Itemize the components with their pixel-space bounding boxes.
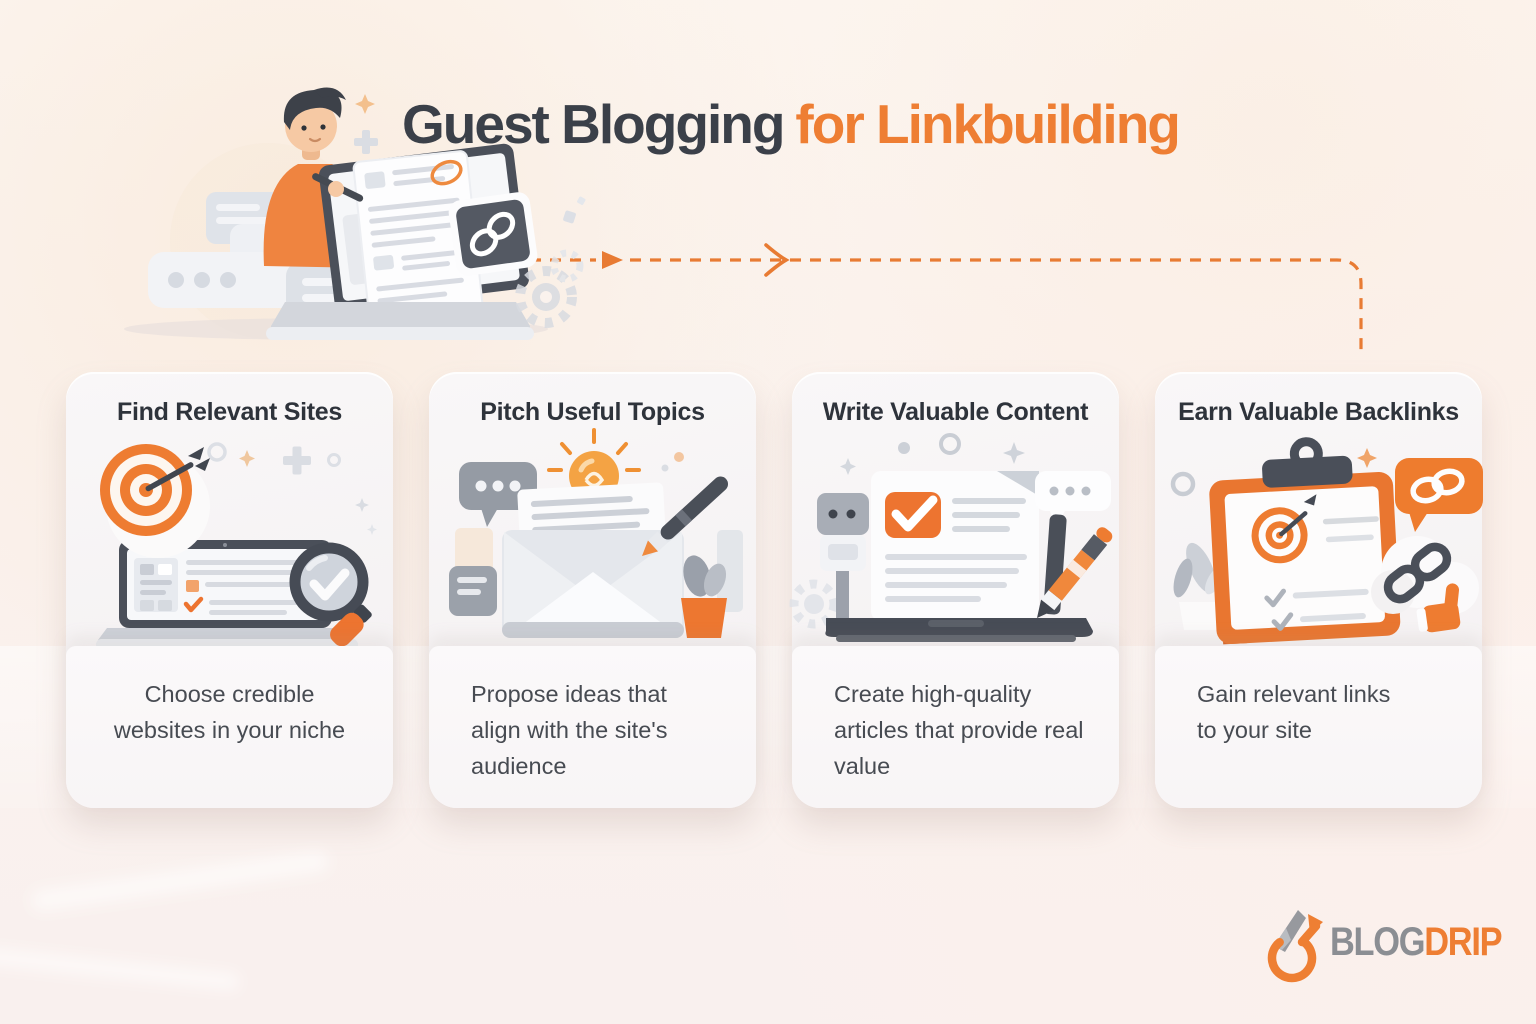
link-bubble [1395,458,1483,532]
step-description: Gain relevant links to your site [1155,646,1482,808]
highlight-square [186,580,199,592]
chain-link-icon [1410,468,1465,504]
pen-icon [312,173,364,202]
target-icon [1251,494,1317,564]
mic-stand [817,493,869,618]
highlight-scribble [430,159,463,186]
step-description: Propose ideas that align with the site's… [429,646,756,808]
description-line: Gain relevant links [1197,681,1391,707]
steps-row: Find Relevant Sites [66,372,1483,808]
writer-illustration [124,87,586,340]
backlink-cloud [1371,536,1479,633]
envelope-icon [502,530,684,638]
title-main: Guest Blogging [402,93,785,155]
description-line: Propose ideas that [471,681,667,707]
side-books [449,528,743,616]
brand-word-drip: DRIP [1424,919,1502,964]
description-line: value [834,753,891,779]
step-heading: Find Relevant Sites [117,398,342,426]
step-heading: Pitch Useful Topics [480,398,705,426]
step-heading: Write Valuable Content [822,398,1089,426]
document-check-icon [871,471,1039,621]
thumbs-up-icon [1416,583,1461,633]
speech-bubble-icon [459,462,537,527]
description-line: align with the site's [471,717,668,743]
link-badge [448,192,538,276]
step-description: Choose credible websites in your niche [66,646,393,808]
background-streak [0,946,241,992]
pen-icon [642,476,729,556]
magnifier-check-icon [289,542,372,647]
step-card-pitch-topics: Pitch Useful Topics [429,372,756,808]
description-line: websites in your niche [113,717,346,743]
sparkle-decor [1357,448,1377,468]
sparkle-decor [207,442,377,535]
laptop-base [825,618,1093,642]
hero-laptop-base [266,302,534,340]
brand-logo: BLOGDRIP [1260,900,1529,984]
gear-icon [515,249,584,328]
brand-wordmark: BLOGDRIP [1330,919,1503,965]
sparkle-decor [1170,471,1196,497]
description-line: audience [471,753,567,779]
card-illustration-find-sites [96,442,377,650]
card-illustration-earn-backlinks [1170,437,1483,645]
brand-word-blog: BLOG [1330,919,1425,964]
clipboard-icon [1209,437,1401,645]
description-line: articles that provide real [834,717,1084,743]
chain-link-icon [1383,542,1452,604]
sparkle-decor [674,452,684,462]
description-line: Choose credible [144,681,315,707]
pencil-icon [1037,527,1113,618]
check-icon [183,596,204,613]
step-description: Create high-quality articles that provid… [792,646,1119,808]
step-card-write-content: Write Valuable Content [789,372,1119,808]
background-streak [29,849,331,913]
card-illustration-pitch-topics [449,428,743,638]
sparkle-decor [661,464,669,472]
plant-icon [681,555,727,638]
sparkle-decor [840,433,1025,475]
description-line: Create high-quality [834,681,1032,707]
blogdrip-drop-icon [1267,910,1323,983]
target-icon [100,444,210,558]
step-card-find-sites: Find Relevant Sites [66,372,393,808]
description-line: to your site [1197,717,1312,743]
sparkle-decor [354,94,586,224]
title-accent: for Linkbuilding [795,93,1180,155]
step-card-earn-backlinks: Earn Valuable Backlinks [1155,372,1483,808]
chain-link-icon [469,211,516,257]
step-heading: Earn Valuable Backlinks [1178,398,1459,426]
speech-bubble-icon [1035,471,1111,527]
gear-icon [789,579,839,629]
card-illustration-write-content [789,433,1113,642]
